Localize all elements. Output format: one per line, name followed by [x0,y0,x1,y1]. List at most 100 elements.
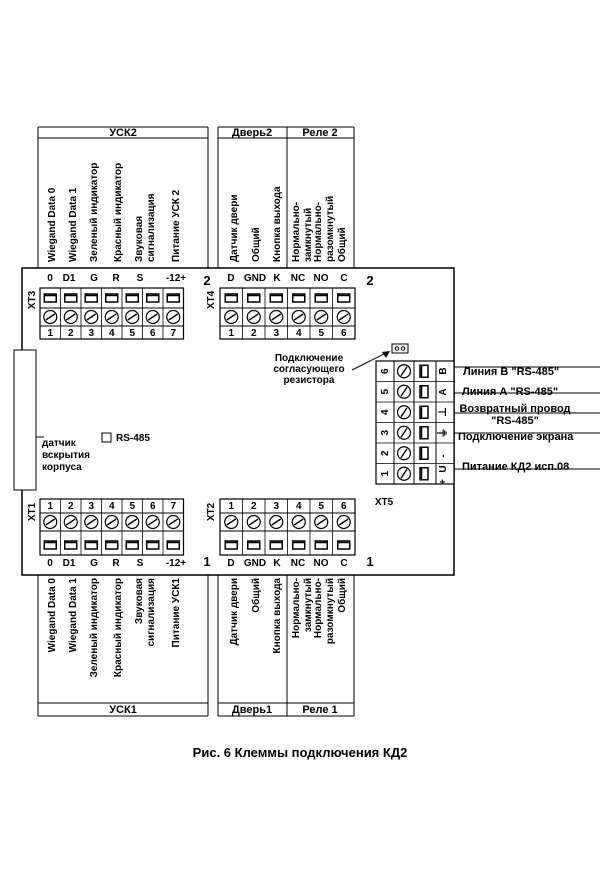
relay1-wire-label: Общий [336,578,348,613]
usk2-title: УСК2 [109,127,137,139]
xt5-wire-slot [419,405,429,419]
tamper-note-line: корпуса [42,462,82,473]
xt5-return-label: "RS-485" [491,415,539,427]
rs485-label: RS-485 [116,433,150,444]
xt4-block-wire-slot [337,293,351,303]
xt5-pin-number: 1 [380,471,391,477]
usk2-signal-label: D1 [63,273,76,284]
xt1-block-screw-slot [147,518,158,526]
xt5-line-a-label: Линия А "RS-485" [462,386,558,398]
usk2-signal-label: -12+ [166,273,186,284]
xt1-pin-number: 4 [109,501,115,512]
usk1-wire-label: Красный индикатор [113,578,124,677]
usk2-wire-label: Красный индикатор [113,163,124,262]
xt4-block-wire-slot [247,293,261,303]
controller-board [13,267,455,576]
door2-signal-label: D [227,273,234,284]
xt1-block-wire-slot [146,540,160,550]
door2-wire-label: Общий [250,227,262,262]
xt3-block-wire-slot [43,293,57,303]
xt5-pin-number: 2 [380,450,391,456]
xt5-screw-slot [400,366,408,377]
xt2-block-screw-slot [271,518,282,526]
xt1-block-wire-slot [84,540,98,550]
usk1-signal-label: R [112,558,120,569]
usk1-signal-label: S [137,558,144,569]
relay2-wire-label: Общий [336,227,348,262]
xt4-block-screw-slot [248,313,259,321]
usk1-signal-label: G [90,558,98,569]
usk2-wire-label: Питание УСК 2 [171,189,182,262]
xt5-signal-label: B [438,367,449,374]
xt4-block-wire-slot [224,293,238,303]
usk1-wire-label: Звуковая [134,578,145,624]
xt1-block-screw-slot [127,518,138,526]
xt5-signal-label: U [438,465,449,472]
relay1-signal-label: C [340,558,347,569]
relay1-signal-label: NC [291,558,305,569]
jumper-pin [400,346,406,351]
door1-signal-label: K [273,558,281,569]
xt3-block-wire-slot [64,293,78,303]
xt2-pin-number: 2 [251,501,257,512]
tamper-switch-body [13,349,37,491]
xt1-block-screw-slot [65,518,76,526]
usk2-signal-label: R [112,273,120,284]
usk2-signal-label: 0 [47,273,53,284]
jumper-pin [394,346,400,351]
xt5-line-b-label: Линия В "RS-485" [463,366,559,378]
usk1-wire-label: Wiegand Data 0 [47,578,58,653]
xt2-block-wire-slot [292,540,306,550]
xt2-block-screw-slot [338,518,349,526]
relay1-wire-label: Нормально- [313,578,324,638]
xt5-shield-label: Подключение экрана [458,431,574,443]
xt3-block-screw-slot [127,313,138,321]
xt1-block-wire-slot [166,540,180,550]
jumper-leader [351,351,389,371]
relay1-signal-label: NO [314,558,329,569]
usk1-wire-label: Зеленый индикатор [89,578,100,677]
xt3-block-wire-slot [166,293,180,303]
xt2-block-wire-slot [269,540,283,550]
xt5-return-label: Возвратный провод [459,403,570,415]
xt1-pin-number: 7 [170,501,176,512]
xt2-block-wire-slot [314,540,328,550]
door2-title: Дверь2 [232,127,272,139]
door2-wire-label: Датчик двери [229,195,240,263]
xt5-wire-slot [419,446,429,460]
xt4-block [219,287,356,340]
xt1-name: XT1 [27,502,38,521]
xt3-block-wire-slot [105,293,119,303]
relay2-wire-label: разомкнутый [325,196,336,262]
figure-caption: Рис. 6 Клеммы подключения КД2 [192,745,408,760]
tamper-note-line: вскрытия [42,450,90,461]
door2-signal-label: K [273,273,281,284]
xt4-block-wire-slot [269,293,283,303]
relay2-signal-label: NO [314,273,329,284]
usk1-signal-label: D1 [63,558,76,569]
xt5-power-label: Питание КД2 исп.08 [462,461,569,473]
xt4-block-screw-slot [338,313,349,321]
xt3-pin-number: 7 [170,328,176,339]
xt1-pin-number: 1 [47,501,53,512]
usk1-title: УСК1 [109,704,137,716]
xt1-pin-number: 3 [88,501,94,512]
xt4-pin-number: 4 [296,328,302,339]
xt1-block-screw-slot [168,518,179,526]
xt4-block-wire-slot [314,293,328,303]
xt4-pin-number: 2 [251,328,257,339]
door1-title: Дверь1 [232,704,272,716]
xt3-block [39,287,185,340]
relay1-wire-label: Нормально- [291,578,302,638]
xt4-block-screw-slot [226,313,237,321]
xt1-pin-number: 2 [68,501,74,512]
xt4-pin-number: 3 [273,328,279,339]
xt5-name: XT5 [375,497,394,508]
xt4-block-screw-slot [293,313,304,321]
xt4-block-screw-slot [316,313,327,321]
xt3-block-wire-slot [125,293,139,303]
xt5-signal-label: + [438,479,449,485]
xt3-pin-number: 2 [68,328,74,339]
tamper-note-line: датчик [42,438,77,449]
xt2-block-wire-slot [337,540,351,550]
